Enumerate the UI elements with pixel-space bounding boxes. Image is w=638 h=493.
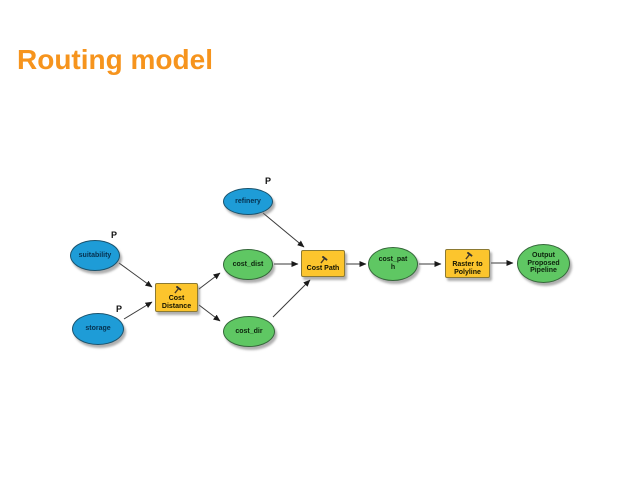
node-cost-dist: cost_dist	[223, 249, 273, 280]
node-cost-path-tool: Cost Path	[301, 250, 345, 277]
node-output-proposed-pipeline: Output Proposed Pipeline	[517, 244, 570, 283]
node-storage-label: storage	[85, 325, 111, 333]
node-cost-dir-label: cost_dir	[235, 327, 263, 335]
node-cost-path-var-label: cost_pat h	[378, 256, 408, 271]
node-cost-path-var: cost_pat h	[368, 247, 418, 281]
parameter-marker-storage: P	[116, 304, 123, 314]
node-suitability: suitability	[70, 240, 120, 271]
node-cost-dir: cost_dir	[223, 316, 275, 347]
connector-costdir-costpath	[272, 279, 311, 318]
node-raster-to-polyline-label: Raster to Polyline	[452, 260, 483, 276]
parameter-marker-refinery: P	[265, 176, 272, 186]
node-cost-distance-label: Cost Distance	[161, 294, 192, 310]
node-suitability-label: suitability	[78, 251, 112, 259]
connector-suitability-costdistance	[118, 262, 153, 288]
slide-title: Routing model	[17, 44, 213, 75]
node-cost-dist-label: cost_dist	[232, 260, 264, 268]
hammer-icon	[464, 251, 473, 260]
connector-storage-costdistance	[123, 301, 153, 320]
node-cost-distance-tool: Cost Distance	[155, 283, 198, 312]
hammer-icon	[320, 255, 328, 264]
parameter-marker-suitability: P	[111, 230, 118, 240]
node-storage: storage	[72, 313, 124, 345]
node-cost-path-label: Cost Path	[306, 264, 340, 272]
node-refinery: refinery	[223, 188, 273, 215]
connector-costdistance-costdir	[198, 304, 221, 322]
node-raster-to-polyline-tool: Raster to Polyline	[445, 249, 490, 278]
connector-refinery-costpath	[262, 212, 305, 248]
node-output-proposed-pipeline-label: Output Proposed Pipeline	[527, 251, 560, 275]
hammer-icon	[173, 285, 182, 294]
connector-costdistance-costdist	[198, 272, 221, 290]
node-refinery-label: refinery	[235, 197, 261, 205]
